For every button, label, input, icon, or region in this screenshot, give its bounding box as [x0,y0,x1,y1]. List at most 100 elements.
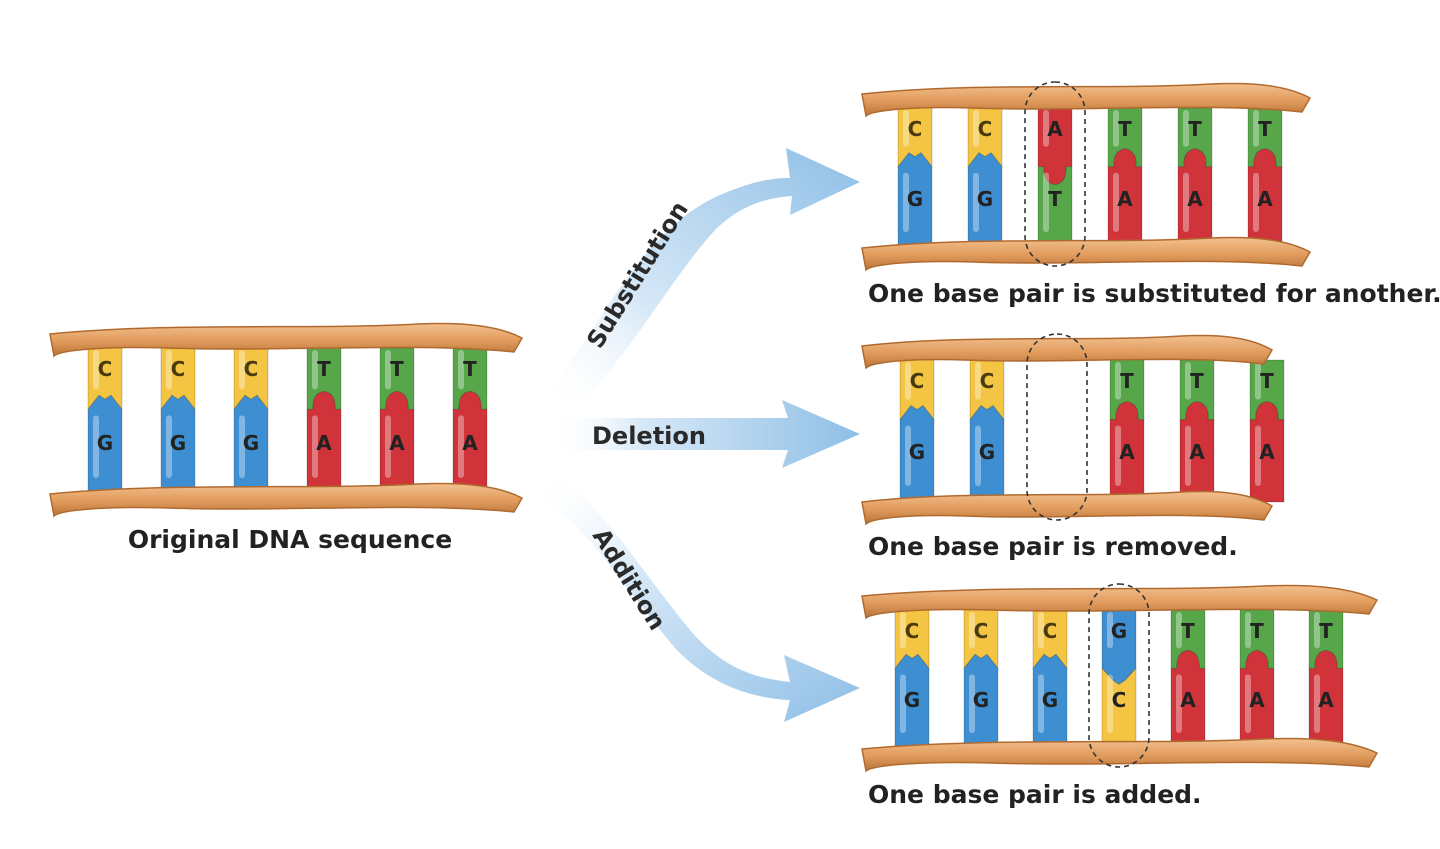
base-pair: TA [1179,359,1215,503]
backbone-bottom [861,236,1312,272]
base-t-bottom-sheen [1043,172,1049,232]
base-label-bottom: G [979,440,995,464]
backbone-top [49,322,524,358]
substitution-arrow [545,148,860,405]
backbone-bottom [861,490,1274,526]
base-label-bottom: A [1259,440,1275,464]
base-a-bottom-sheen [1183,172,1189,232]
base-pair: CG [160,347,196,495]
base-label-bottom: A [1249,688,1265,712]
base-pair: TA [1308,609,1344,750]
base-c-top-sheen [973,110,979,147]
base-label-bottom: A [1257,187,1273,211]
base-pair: TA [1177,107,1213,249]
base-a-bottom-sheen [312,415,318,478]
base-label-top: C [978,117,993,141]
base-c-top-sheen [166,350,172,390]
base-label-top: T [317,357,331,381]
base-pair: TA [306,347,342,495]
base-label-bottom: A [1180,688,1196,712]
base-c-top-sheen [903,110,909,147]
backbone-bottom [861,737,1379,773]
base-a-bottom [1308,649,1344,750]
base-a-bottom-sheen [1113,172,1119,232]
base-label-top: C [974,619,989,643]
base-g-bottom-sheen [973,172,979,232]
base-t-top-sheen [1245,612,1251,649]
strand-caption: One base pair is substituted for another… [868,279,1440,308]
base-label-bottom: G [1042,688,1058,712]
base-g-bottom-sheen [969,674,975,733]
base-label-top: T [390,357,404,381]
base-label-top: A [1047,117,1063,141]
base-label-top: C [905,619,920,643]
base-label-bottom: G [243,431,259,455]
base-a-bottom [1239,649,1275,750]
base-g-top-sheen [1107,612,1113,649]
base-t-top-sheen [1176,612,1182,649]
base-pair: CG [963,609,999,750]
backbone-bottom [49,482,524,518]
base-c-top-sheen [93,350,99,390]
base-c-top-sheen [975,362,981,400]
base-label-bottom: A [1117,187,1133,211]
base-label-top: C [98,357,113,381]
base-t-top-sheen [458,350,464,390]
base-g-bottom-sheen [905,425,911,486]
base-pair: TA [452,347,488,495]
base-label-top: T [1120,369,1134,393]
base-t-top-sheen [1314,612,1320,649]
base-label-top: T [1181,619,1195,643]
backbone-top [861,584,1379,620]
base-t-bottom [1037,166,1073,249]
base-c-top-sheen [239,350,245,390]
base-label-bottom: G [170,431,186,455]
base-c-top-sheen [1038,612,1044,649]
base-pair: CG [969,359,1005,503]
base-pair: TA [1107,107,1143,249]
base-a-bottom-sheen [1176,674,1182,733]
base-label-top: C [244,357,259,381]
arrows-group: Substitution Deletion Addition [545,148,860,722]
base-label-bottom: G [977,187,993,211]
base-pair: CG [87,347,123,495]
base-label-top: T [1319,619,1333,643]
strand-caption: One base pair is removed. [868,532,1238,561]
base-a-bottom-sheen [1314,674,1320,733]
base-pair: TA [379,347,415,495]
base-a-bottom [1247,148,1283,249]
base-label-bottom: G [904,688,920,712]
base-g-bottom-sheen [975,425,981,486]
base-c-top-sheen [969,612,975,649]
base-a-bottom [379,390,415,495]
base-a-bottom [1249,401,1285,503]
base-label-bottom: T [1048,187,1062,211]
base-a-bottom [1179,401,1215,503]
base-a-bottom-sheen [385,415,391,478]
base-label-top: C [1043,619,1058,643]
base-label-bottom: A [316,431,332,455]
base-t-top-sheen [1183,110,1189,147]
base-g-bottom-sheen [166,415,172,478]
base-pair: AT [1037,107,1073,249]
base-a-bottom [1109,401,1145,503]
base-a-bottom [1170,649,1206,750]
base-a-bottom-sheen [1185,425,1191,486]
base-pair: CG [894,609,930,750]
base-label-bottom: G [907,187,923,211]
base-label-bottom: A [1119,440,1135,464]
base-a-top-sheen [1043,110,1049,147]
base-t-top-sheen [385,350,391,390]
base-label-top: T [1250,619,1264,643]
base-label-top: T [1190,369,1204,393]
base-a-bottom-sheen [458,415,464,478]
mutation-highlight-outline [1024,81,1086,267]
base-pair: TA [1170,609,1206,750]
